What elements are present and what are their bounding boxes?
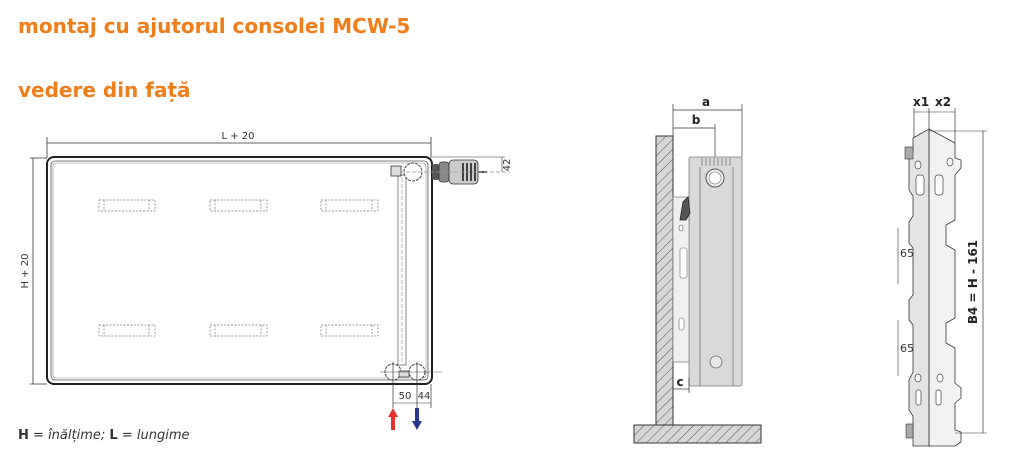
legend-equals: = [28, 428, 49, 443]
connection-edge-label: 44 [418, 391, 431, 402]
dim-a-label: a [702, 95, 710, 109]
dim-c-label: c [676, 375, 683, 389]
legend-h-text: înălțime; [48, 428, 106, 443]
valve-offset-label: 42 [502, 159, 513, 172]
slot-1-label: 65 [900, 247, 914, 260]
front-view-title: vedere din față [18, 78, 191, 102]
slot-2-label: 65 [900, 342, 914, 355]
front-view-drawing: L + 20 H + 20 [20, 131, 513, 430]
flow-arrow-icon [388, 408, 398, 430]
side-view-drawing: a b c [633, 95, 762, 444]
bracket-drawing: x1 x2 65 65 B4 = H - 161 [897, 95, 987, 447]
mounting-title: montaj cu ajutorul consolei MCW-5 [18, 14, 411, 38]
return-arrow-icon [412, 408, 422, 430]
legend-footnote: H = înălțime; L = lungime [18, 428, 189, 443]
dim-x1-label: x1 [913, 95, 929, 109]
bracket-height-formula: B4 = H - 161 [966, 240, 980, 324]
floor [633, 424, 762, 444]
dim-b-label: b [692, 113, 701, 127]
legend-h-key: H [18, 428, 29, 443]
legend-equals: = [117, 428, 137, 443]
dim-x2-label: x2 [935, 95, 951, 109]
height-dimension-label: H + 20 [20, 254, 31, 289]
legend-l-key: L [109, 428, 118, 443]
wall [655, 135, 674, 426]
connection-spacing-label: 50 [399, 391, 412, 402]
width-dimension-label: L + 20 [221, 131, 254, 142]
legend-l-text: lungime [136, 428, 190, 443]
